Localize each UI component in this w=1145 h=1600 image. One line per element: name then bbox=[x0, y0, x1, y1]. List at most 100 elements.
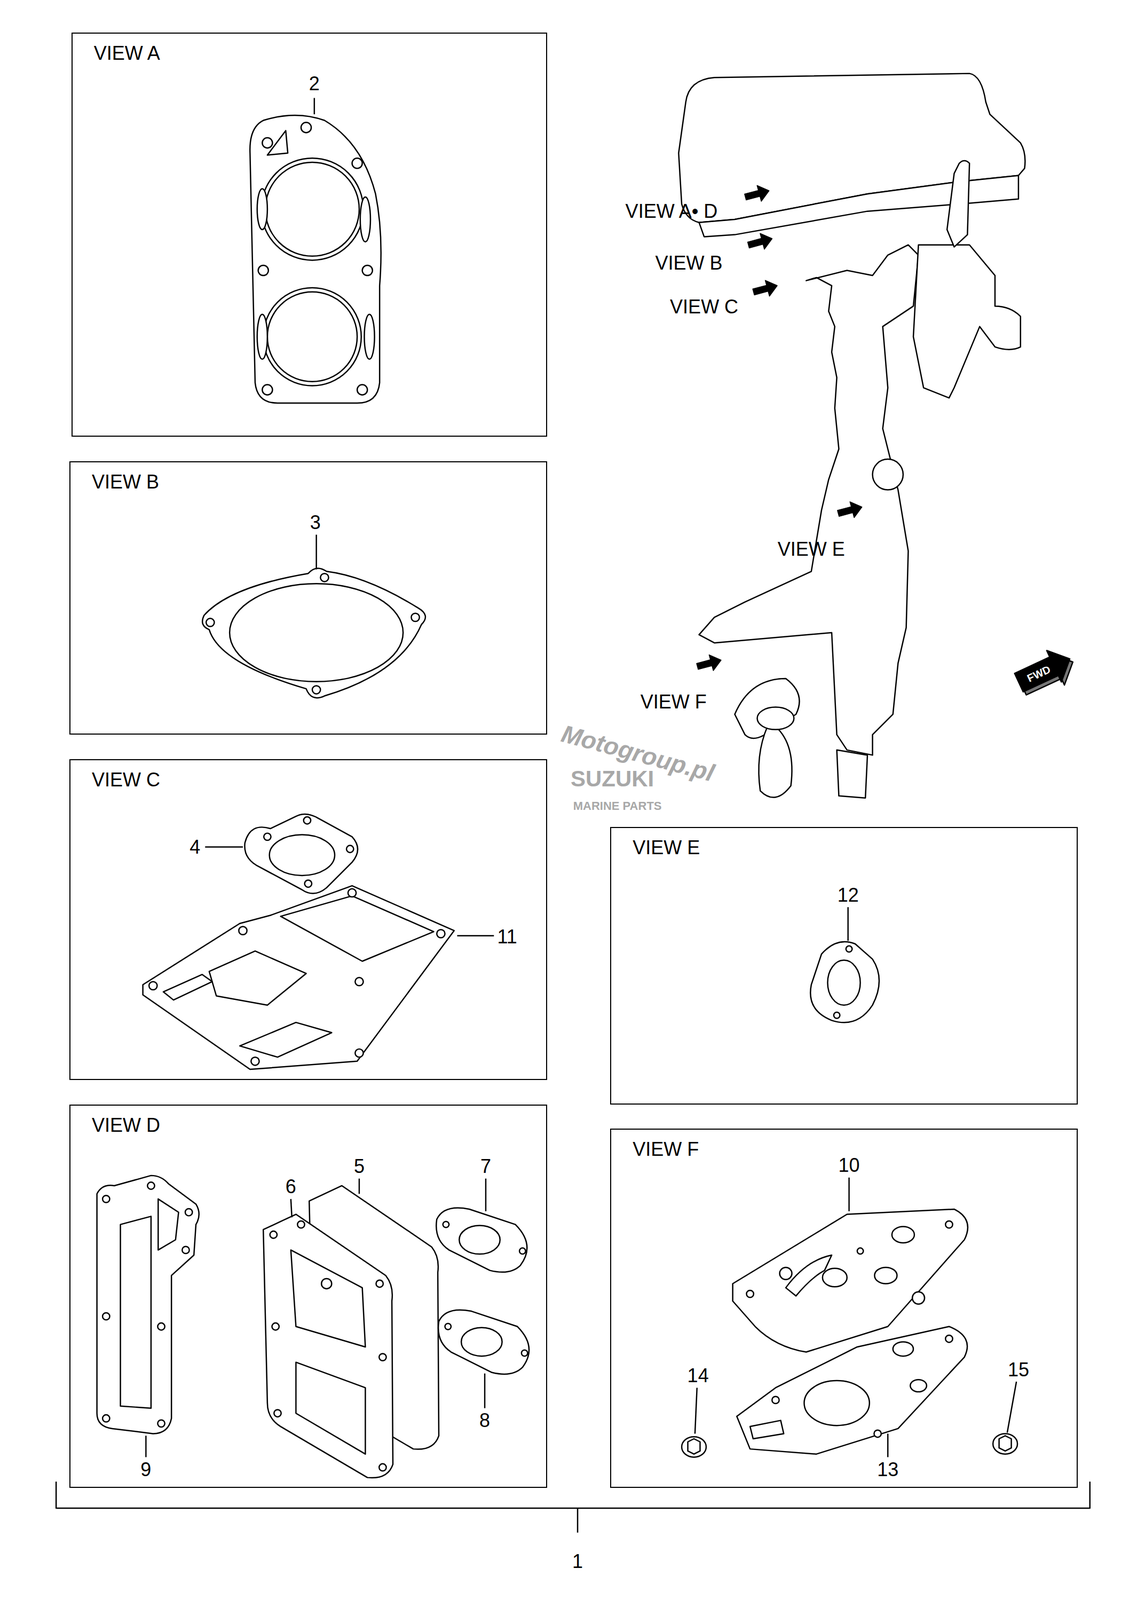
view-arrow bbox=[743, 182, 771, 205]
view-arrow bbox=[835, 499, 864, 521]
gasket-opening bbox=[120, 1215, 152, 1408]
cylinder-bore bbox=[267, 291, 358, 382]
nut bbox=[681, 1436, 707, 1457]
callout-number: 6 bbox=[285, 1176, 297, 1198]
gasket-opening bbox=[290, 1249, 366, 1347]
cylinder-bore bbox=[263, 287, 362, 386]
leader-line bbox=[145, 1435, 147, 1457]
leader-line bbox=[695, 1387, 698, 1434]
bolt-hole bbox=[238, 926, 247, 935]
leader-line bbox=[456, 934, 494, 936]
gasket-opening bbox=[239, 1022, 332, 1057]
bolt-hole bbox=[157, 1419, 165, 1427]
view-pointer-label: VIEW E bbox=[777, 538, 846, 560]
bolt-hole bbox=[147, 1181, 155, 1189]
bolt-hole bbox=[148, 981, 157, 990]
bolt-hole bbox=[521, 1349, 528, 1356]
bolt-hole bbox=[301, 122, 312, 133]
gasket bbox=[143, 885, 455, 1070]
gasket bbox=[436, 1207, 527, 1273]
view-box: VIEW C bbox=[69, 759, 548, 1080]
propeller-hub bbox=[757, 707, 795, 730]
set-bracket bbox=[56, 1481, 1091, 1533]
view-arrow bbox=[746, 230, 775, 253]
view-box: VIEW F bbox=[610, 1128, 1078, 1488]
cylinder-bore bbox=[261, 158, 363, 260]
leader-line bbox=[290, 1198, 292, 1218]
bolt-hole bbox=[354, 1048, 363, 1057]
bolt-hole bbox=[320, 573, 329, 582]
fwd-arrow bbox=[1011, 643, 1078, 699]
skeg bbox=[836, 749, 868, 799]
bolt-hole bbox=[270, 1230, 278, 1238]
leader-line bbox=[315, 534, 317, 570]
bolt-hole bbox=[746, 1290, 754, 1298]
bolt-hole bbox=[312, 685, 321, 694]
bolt-hole bbox=[779, 1267, 793, 1280]
coolant-slot bbox=[267, 130, 288, 156]
bolt-hole bbox=[443, 1221, 449, 1228]
tiller-handle bbox=[946, 160, 970, 248]
callout-number: 4 bbox=[189, 836, 201, 858]
bolt-hole bbox=[297, 1220, 305, 1228]
leader-line bbox=[887, 1433, 889, 1457]
view-box: VIEW E bbox=[610, 826, 1078, 1105]
view-box: VIEW B bbox=[69, 461, 548, 735]
bolt-hole bbox=[362, 265, 373, 276]
callout-number: 9 bbox=[140, 1458, 152, 1481]
bolt-hole bbox=[846, 945, 852, 952]
bolt-hole bbox=[352, 158, 363, 169]
view-arrow bbox=[751, 277, 780, 300]
bolt-hole bbox=[273, 1409, 281, 1417]
propeller-blade bbox=[758, 726, 792, 798]
bolt-hole bbox=[303, 816, 311, 824]
water-inlet bbox=[872, 459, 904, 490]
bolt-hole bbox=[348, 888, 357, 897]
gasket-opening bbox=[280, 895, 434, 961]
coolant-slot bbox=[257, 188, 268, 230]
nut-hex bbox=[688, 1438, 701, 1455]
callout-number: 15 bbox=[1007, 1359, 1030, 1381]
gasket-opening bbox=[874, 1267, 897, 1284]
bolt-hole bbox=[102, 1414, 110, 1422]
bolt-hole bbox=[250, 1056, 259, 1065]
callout-number: 10 bbox=[838, 1154, 860, 1176]
bolt-hole bbox=[445, 1323, 452, 1330]
gasket-opening bbox=[822, 1268, 848, 1287]
direction-label: FWD bbox=[1025, 662, 1053, 684]
gasket-opening bbox=[785, 1254, 832, 1296]
gasket bbox=[202, 568, 426, 699]
gasket-opening bbox=[461, 1327, 502, 1357]
coolant-slot bbox=[257, 314, 268, 360]
gasket-opening bbox=[749, 1420, 784, 1439]
view-title: VIEW A bbox=[72, 33, 161, 65]
leader-line bbox=[204, 846, 243, 848]
bolt-hole bbox=[258, 265, 269, 276]
callout-number: 5 bbox=[353, 1155, 365, 1178]
gasket bbox=[263, 1214, 393, 1479]
view-pointer-label: VIEW F bbox=[640, 691, 707, 713]
view-pointer-label: VIEW B bbox=[654, 252, 723, 274]
bolt-hole bbox=[263, 833, 271, 841]
gasket bbox=[97, 1175, 200, 1434]
bolt-hole bbox=[102, 1195, 110, 1203]
gasket bbox=[810, 941, 880, 1023]
bolt-hole bbox=[206, 618, 215, 627]
bolt-hole bbox=[833, 1012, 840, 1018]
bolt-hole bbox=[411, 613, 420, 622]
callout-number: 7 bbox=[480, 1155, 492, 1178]
bolt-hole bbox=[857, 1248, 864, 1254]
bolt-hole bbox=[873, 1430, 881, 1437]
leader-line bbox=[848, 1177, 850, 1212]
gasket-opening bbox=[163, 974, 213, 1000]
leader-line bbox=[484, 1373, 486, 1409]
leader-line bbox=[313, 97, 315, 115]
view-title: VIEW E bbox=[611, 827, 700, 859]
leader-line bbox=[1007, 1381, 1017, 1433]
gasket-opening bbox=[827, 960, 860, 1006]
callout-number: 2 bbox=[309, 73, 320, 95]
nut-hex bbox=[999, 1435, 1012, 1451]
leader-line bbox=[485, 1178, 487, 1212]
